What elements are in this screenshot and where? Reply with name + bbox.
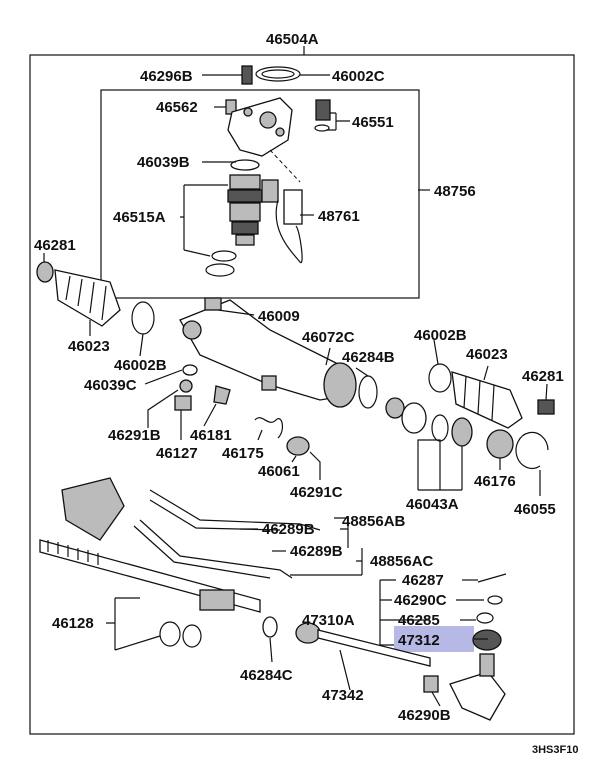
label-46284C[interactable]: 46284C xyxy=(240,667,293,684)
snap-ring xyxy=(515,431,549,469)
label-46002B-right[interactable]: 46002B xyxy=(414,327,467,344)
label-46287[interactable]: 46287 xyxy=(402,572,444,589)
label-46128[interactable]: 46128 xyxy=(52,615,94,632)
rack-assembly xyxy=(39,477,321,613)
label-47312[interactable]: 47312 xyxy=(398,632,440,649)
label-46061[interactable]: 46061 xyxy=(258,463,300,480)
label-46289B-upper[interactable]: 46289B xyxy=(262,521,315,538)
label-46002B-left[interactable]: 46002B xyxy=(114,357,167,374)
label-46043A[interactable]: 46043A xyxy=(406,496,459,513)
label-46290B[interactable]: 46290B xyxy=(398,707,451,724)
washer-46284C xyxy=(262,616,278,638)
label-46039C[interactable]: 46039C xyxy=(84,377,137,394)
label-46176[interactable]: 46176 xyxy=(474,473,516,490)
label-46285[interactable]: 46285 xyxy=(398,612,440,629)
part-46061 xyxy=(286,436,310,456)
label-48756[interactable]: 48756 xyxy=(434,183,476,200)
diagram-code: 3HS3F10 xyxy=(532,744,578,756)
outer-frame xyxy=(29,54,575,735)
label-48761[interactable]: 48761 xyxy=(318,208,360,225)
label-46127[interactable]: 46127 xyxy=(156,445,198,462)
label-46562[interactable]: 46562 xyxy=(156,99,198,116)
boot-right xyxy=(451,371,523,429)
label-48856AC[interactable]: 48856AC xyxy=(370,553,434,570)
label-46055[interactable]: 46055 xyxy=(514,501,556,518)
label-46175[interactable]: 46175 xyxy=(222,445,264,462)
label-46551[interactable]: 46551 xyxy=(352,114,394,131)
boot-clamp-right xyxy=(428,363,452,393)
label-46002C[interactable]: 46002C xyxy=(332,68,385,85)
part-46181 xyxy=(213,385,231,405)
part-46176 xyxy=(486,429,514,459)
fitting-part xyxy=(314,99,331,132)
label-46289B-lower[interactable]: 46289B xyxy=(290,543,343,560)
label-46181[interactable]: 46181 xyxy=(190,427,232,444)
label-46023-left[interactable]: 46023 xyxy=(68,338,110,355)
label-46290C[interactable]: 46290C xyxy=(394,592,447,609)
label-48856AB[interactable]: 48856AB xyxy=(342,513,406,530)
label-46023-right[interactable]: 46023 xyxy=(466,346,508,363)
ring-46128-a xyxy=(159,621,181,647)
spring-46175 xyxy=(254,417,284,439)
clamp-right xyxy=(537,399,555,415)
rack-housing xyxy=(179,297,357,408)
label-46291B[interactable]: 46291B xyxy=(108,427,161,444)
label-47310A[interactable]: 47310A xyxy=(302,612,355,629)
part-46039C xyxy=(182,364,198,376)
label-47342[interactable]: 47342 xyxy=(322,687,364,704)
solenoid-part xyxy=(261,149,303,263)
boot-clamp-left xyxy=(131,301,155,335)
label-46515A[interactable]: 46515A xyxy=(113,209,166,226)
part-highlight xyxy=(394,626,474,652)
part-labels: 46504A 46296B 46002C 46562 46551 46039B … xyxy=(34,31,578,756)
label-46291C[interactable]: 46291C xyxy=(290,484,343,501)
label-46296B[interactable]: 46296B xyxy=(140,68,193,85)
part-illustrations xyxy=(36,65,555,721)
ring-46284B xyxy=(358,375,378,409)
leader-lines xyxy=(43,46,548,707)
control-valve xyxy=(205,159,263,277)
label-46281-right[interactable]: 46281 xyxy=(522,368,564,385)
clamp-top xyxy=(241,65,301,85)
label-46072C[interactable]: 46072C xyxy=(302,329,355,346)
part-46127 xyxy=(174,395,192,411)
label-46039B[interactable]: 46039B xyxy=(137,154,190,171)
boot-left xyxy=(54,269,121,327)
valve-group-frame xyxy=(100,89,420,299)
label-46284B[interactable]: 46284B xyxy=(342,349,395,366)
label-46009[interactable]: 46009 xyxy=(258,308,300,325)
ring-46128-b xyxy=(182,624,202,648)
tie-rod-inner xyxy=(295,622,431,667)
clamp-left xyxy=(36,261,54,283)
part-46291B xyxy=(179,379,193,393)
label-46281-left[interactable]: 46281 xyxy=(34,237,76,254)
label-46504A[interactable]: 46504A xyxy=(266,31,319,48)
tie-rod-end xyxy=(423,573,507,721)
valve-housing xyxy=(227,97,293,157)
